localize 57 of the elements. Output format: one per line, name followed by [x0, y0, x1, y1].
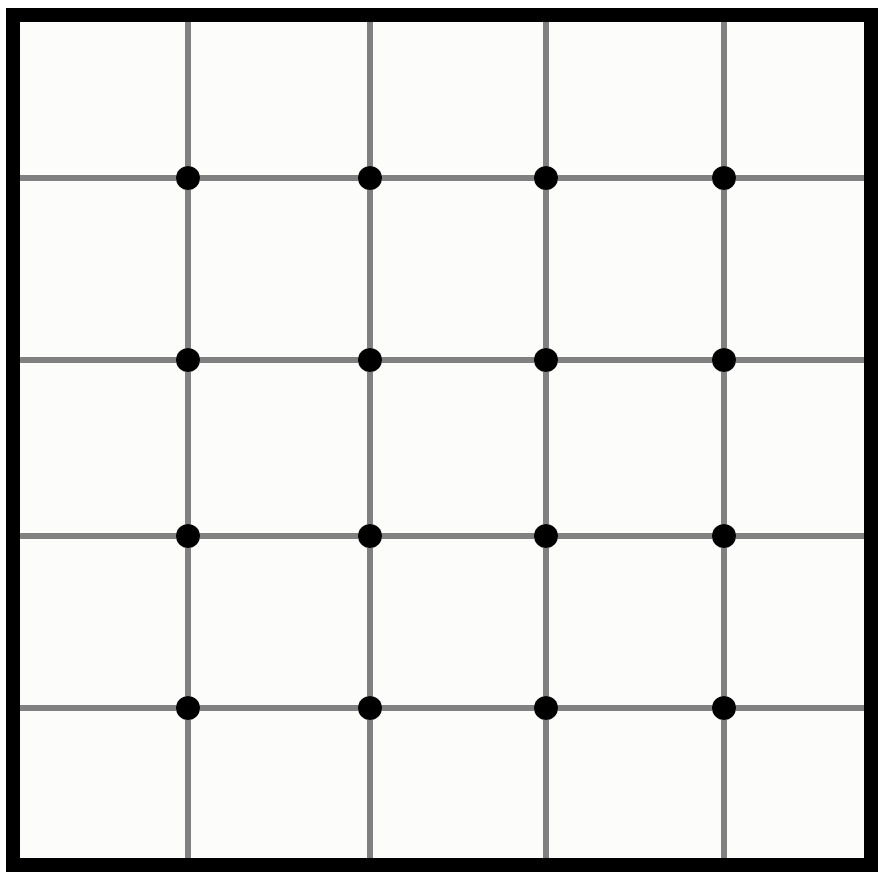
- grid-line: [200, 357, 358, 363]
- grid-line: [185, 720, 191, 858]
- grid-line: [367, 548, 373, 696]
- grid-line: [185, 190, 191, 348]
- grid-line: [721, 548, 727, 696]
- dot: [534, 696, 558, 720]
- dot: [712, 348, 736, 372]
- grid-line: [543, 720, 549, 858]
- grid-line: [382, 175, 534, 181]
- dot: [534, 524, 558, 548]
- grid-line: [736, 533, 864, 539]
- grid-line: [736, 357, 864, 363]
- grid-line: [736, 705, 864, 711]
- dot: [176, 166, 200, 190]
- grid-line: [558, 357, 712, 363]
- dot: [176, 348, 200, 372]
- dot: [712, 696, 736, 720]
- grid-line: [185, 548, 191, 696]
- grid-line: [721, 190, 727, 348]
- grid-line: [543, 22, 549, 166]
- dot: [176, 524, 200, 548]
- grid-line: [382, 705, 534, 711]
- dot: [358, 696, 382, 720]
- dot: [712, 166, 736, 190]
- grid-line: [721, 720, 727, 858]
- grid-line: [185, 372, 191, 524]
- grid-line: [200, 175, 358, 181]
- grid-line: [20, 357, 176, 363]
- dot: [358, 166, 382, 190]
- dot: [534, 166, 558, 190]
- grid-line: [200, 533, 358, 539]
- grid-line: [20, 175, 176, 181]
- grid-line: [736, 175, 864, 181]
- dot: [712, 524, 736, 548]
- grid-line: [367, 22, 373, 166]
- grid-line: [382, 533, 534, 539]
- dot: [358, 348, 382, 372]
- grid-line: [558, 705, 712, 711]
- grid-line: [20, 533, 176, 539]
- grid-line: [382, 357, 534, 363]
- grid-line: [543, 548, 549, 696]
- grid-frame: [6, 8, 878, 872]
- grid-line: [543, 190, 549, 348]
- grid-line: [721, 22, 727, 166]
- grid-line: [200, 705, 358, 711]
- dot: [534, 348, 558, 372]
- grid-line: [367, 372, 373, 524]
- grid-line: [185, 22, 191, 166]
- grid-line: [558, 175, 712, 181]
- grid-line: [558, 533, 712, 539]
- grid-line: [367, 190, 373, 348]
- dot: [176, 696, 200, 720]
- grid-line: [367, 720, 373, 858]
- grid-line: [721, 372, 727, 524]
- grid-line: [20, 705, 176, 711]
- dot: [358, 524, 382, 548]
- grid-line: [543, 372, 549, 524]
